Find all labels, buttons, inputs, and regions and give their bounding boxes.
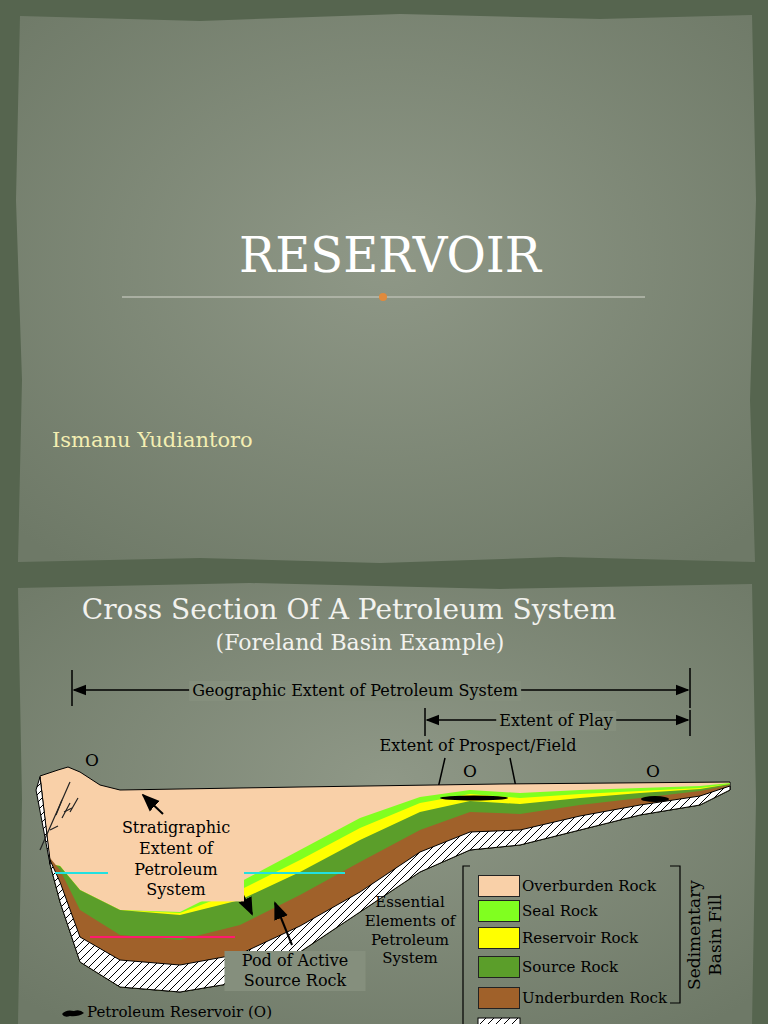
- seal-layer: [50, 783, 730, 992]
- legend-swatch: [478, 927, 520, 949]
- legend-label: Overburden Rock: [522, 877, 656, 896]
- dimension-label: Extent of Prospect/Field: [380, 736, 577, 756]
- callout-label: Stratigraphic Extent of Petroleum System: [108, 818, 244, 901]
- legend-swatch: [478, 956, 520, 978]
- field-marker: O: [85, 750, 99, 771]
- slide-subheading: (Foreland Basin Example): [216, 629, 505, 657]
- legend-label: Underburden Rock: [522, 989, 667, 1008]
- legend-bracket: [463, 866, 470, 1024]
- legend-swatch: [478, 875, 520, 897]
- divider-dot: [379, 293, 387, 301]
- bracket-label: Sedimentary Basin Fill: [684, 865, 727, 1005]
- petroleum-reservoir: [641, 796, 669, 802]
- underburden-layer: [50, 785, 730, 992]
- dimension-label: Extent of Play: [496, 711, 616, 731]
- dimension-lines: [72, 668, 690, 797]
- hatch-left-edge: [36, 777, 50, 864]
- slide-panel: [18, 583, 756, 1024]
- fault-lines: [40, 782, 78, 850]
- legend-label: Reservoir Rock: [522, 929, 638, 948]
- legend-label: Petroleum Reservoir (O): [87, 1003, 272, 1022]
- reservoir-layer: [50, 784, 730, 992]
- legend-bracket: [670, 866, 680, 1003]
- slide-heading: Cross Section Of A Petroleum System: [82, 592, 616, 627]
- field-marker: O: [463, 761, 477, 782]
- legend-swatch: [478, 987, 520, 1009]
- legend-heading: Essential Elements of Petroleum System: [364, 893, 456, 968]
- overburden-layer: [40, 767, 730, 992]
- legend-sample-reservoir: [62, 1010, 84, 1016]
- slide-panel: [16, 14, 756, 563]
- field-marker: O: [646, 761, 660, 782]
- author-name: Ismanu Yudiantoro: [52, 427, 253, 453]
- source-layer: [50, 784, 730, 992]
- legend-label: Seal Rock: [522, 902, 597, 921]
- basement-hatch: [50, 786, 730, 992]
- callout-label: Pod of Active Source Rock: [225, 951, 366, 991]
- legend-swatch: [478, 900, 520, 922]
- slide-title: RESERVOIR: [239, 225, 541, 285]
- legend-label: Source Rock: [522, 958, 618, 977]
- petroleum-reservoir: [440, 796, 508, 801]
- magenta-extent-line: [90, 936, 235, 938]
- dimension-label: Geographic Extent of Petroleum System: [189, 681, 521, 701]
- legend-swatch-hatched: [478, 1018, 520, 1024]
